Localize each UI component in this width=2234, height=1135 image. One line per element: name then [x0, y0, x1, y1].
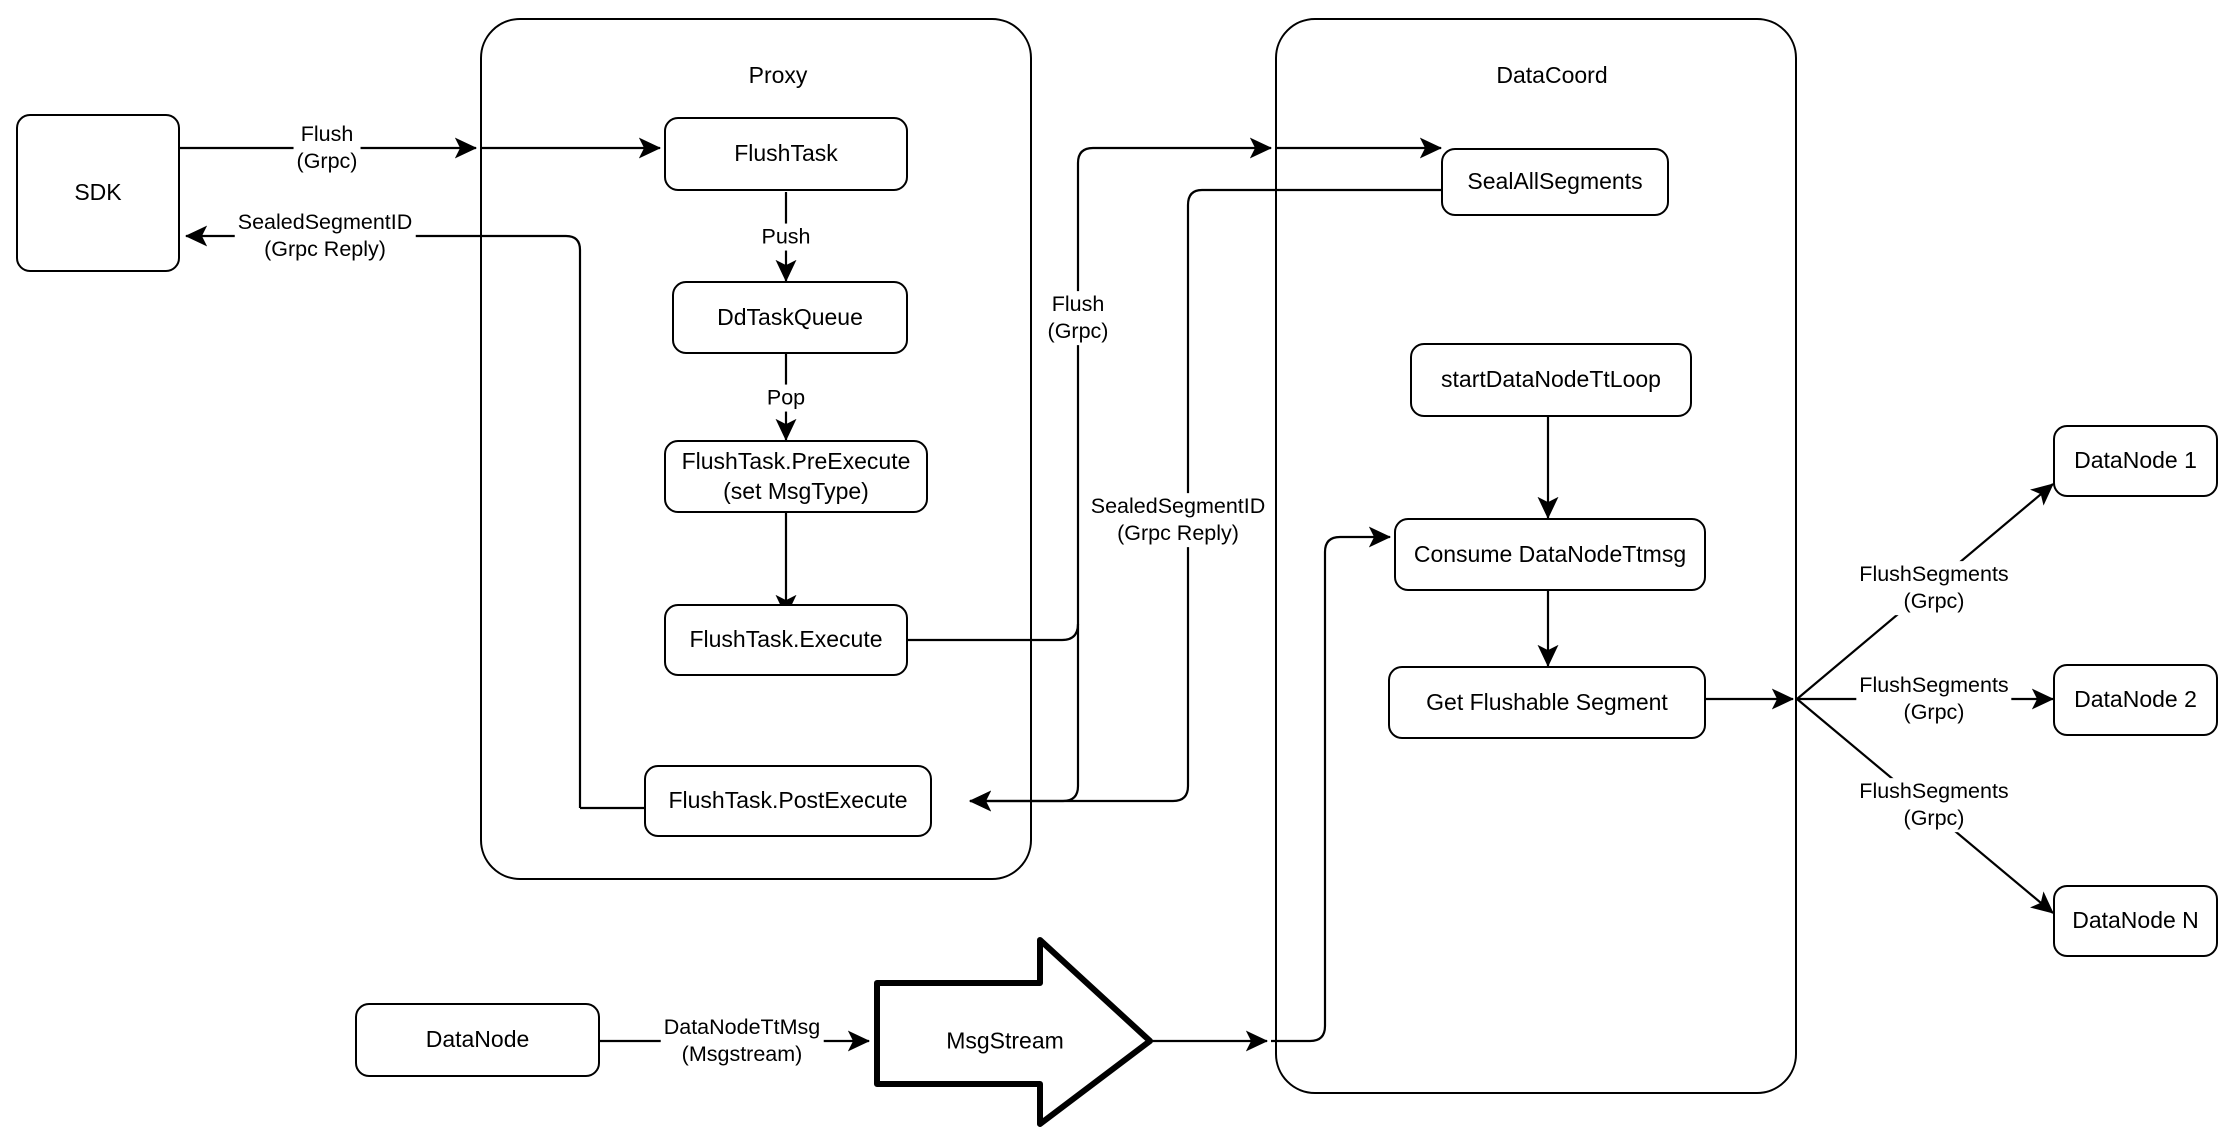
node-consume-datanode-ttmsg[interactable]: Consume DataNodeTtmsg	[1394, 518, 1706, 591]
proxy-title: Proxy	[748, 62, 808, 88]
edge-label-flush-segments-1: FlushSegments (Grpc)	[1856, 561, 2012, 615]
edge-label-sdk-reply: SealedSegmentID (Grpc Reply)	[234, 209, 416, 263]
edge-label-proxy-flush: Flush (Grpc)	[1044, 291, 1112, 345]
node-datanode-1[interactable]: DataNode 1	[2053, 425, 2218, 497]
node-flushtask-execute[interactable]: FlushTask.Execute	[664, 604, 908, 676]
node-get-flushable-segment[interactable]: Get Flushable Segment	[1388, 666, 1706, 739]
node-msgstream-label: MsgStream	[946, 1027, 1064, 1054]
edge-label-sdk-flush: Flush (Grpc)	[293, 121, 361, 175]
node-start-datanode-tt-loop[interactable]: startDataNodeTtLoop	[1410, 343, 1692, 417]
node-seal-all-segments[interactable]: SealAllSegments	[1441, 148, 1669, 216]
node-sdk[interactable]: SDK	[16, 114, 180, 272]
node-flushtask-preexecute[interactable]: FlushTask.PreExecute (set MsgType)	[664, 440, 928, 513]
proxy-container	[480, 18, 1032, 880]
edge-label-datanode-ttmsg: DataNodeTtMsg (Msgstream)	[660, 1014, 824, 1068]
edge-label-flush-segments-n: FlushSegments (Grpc)	[1856, 778, 2012, 832]
edge-label-push: Push	[758, 223, 814, 251]
node-flush-task[interactable]: FlushTask	[664, 117, 908, 191]
edge-label-proxy-reply: SealedSegmentID (Grpc Reply)	[1087, 493, 1269, 547]
node-datanode-source[interactable]: DataNode	[355, 1003, 600, 1077]
datacoord-title: DataCoord	[1496, 62, 1608, 88]
datacoord-container	[1275, 18, 1797, 1094]
edge-label-flush-segments-2: FlushSegments (Grpc)	[1856, 672, 2012, 726]
node-dd-task-queue[interactable]: DdTaskQueue	[672, 281, 908, 354]
node-datanode-n[interactable]: DataNode N	[2053, 885, 2218, 957]
node-flushtask-postexecute[interactable]: FlushTask.PostExecute	[644, 765, 932, 837]
edge-label-pop: Pop	[763, 384, 809, 412]
node-datanode-2[interactable]: DataNode 2	[2053, 664, 2218, 736]
